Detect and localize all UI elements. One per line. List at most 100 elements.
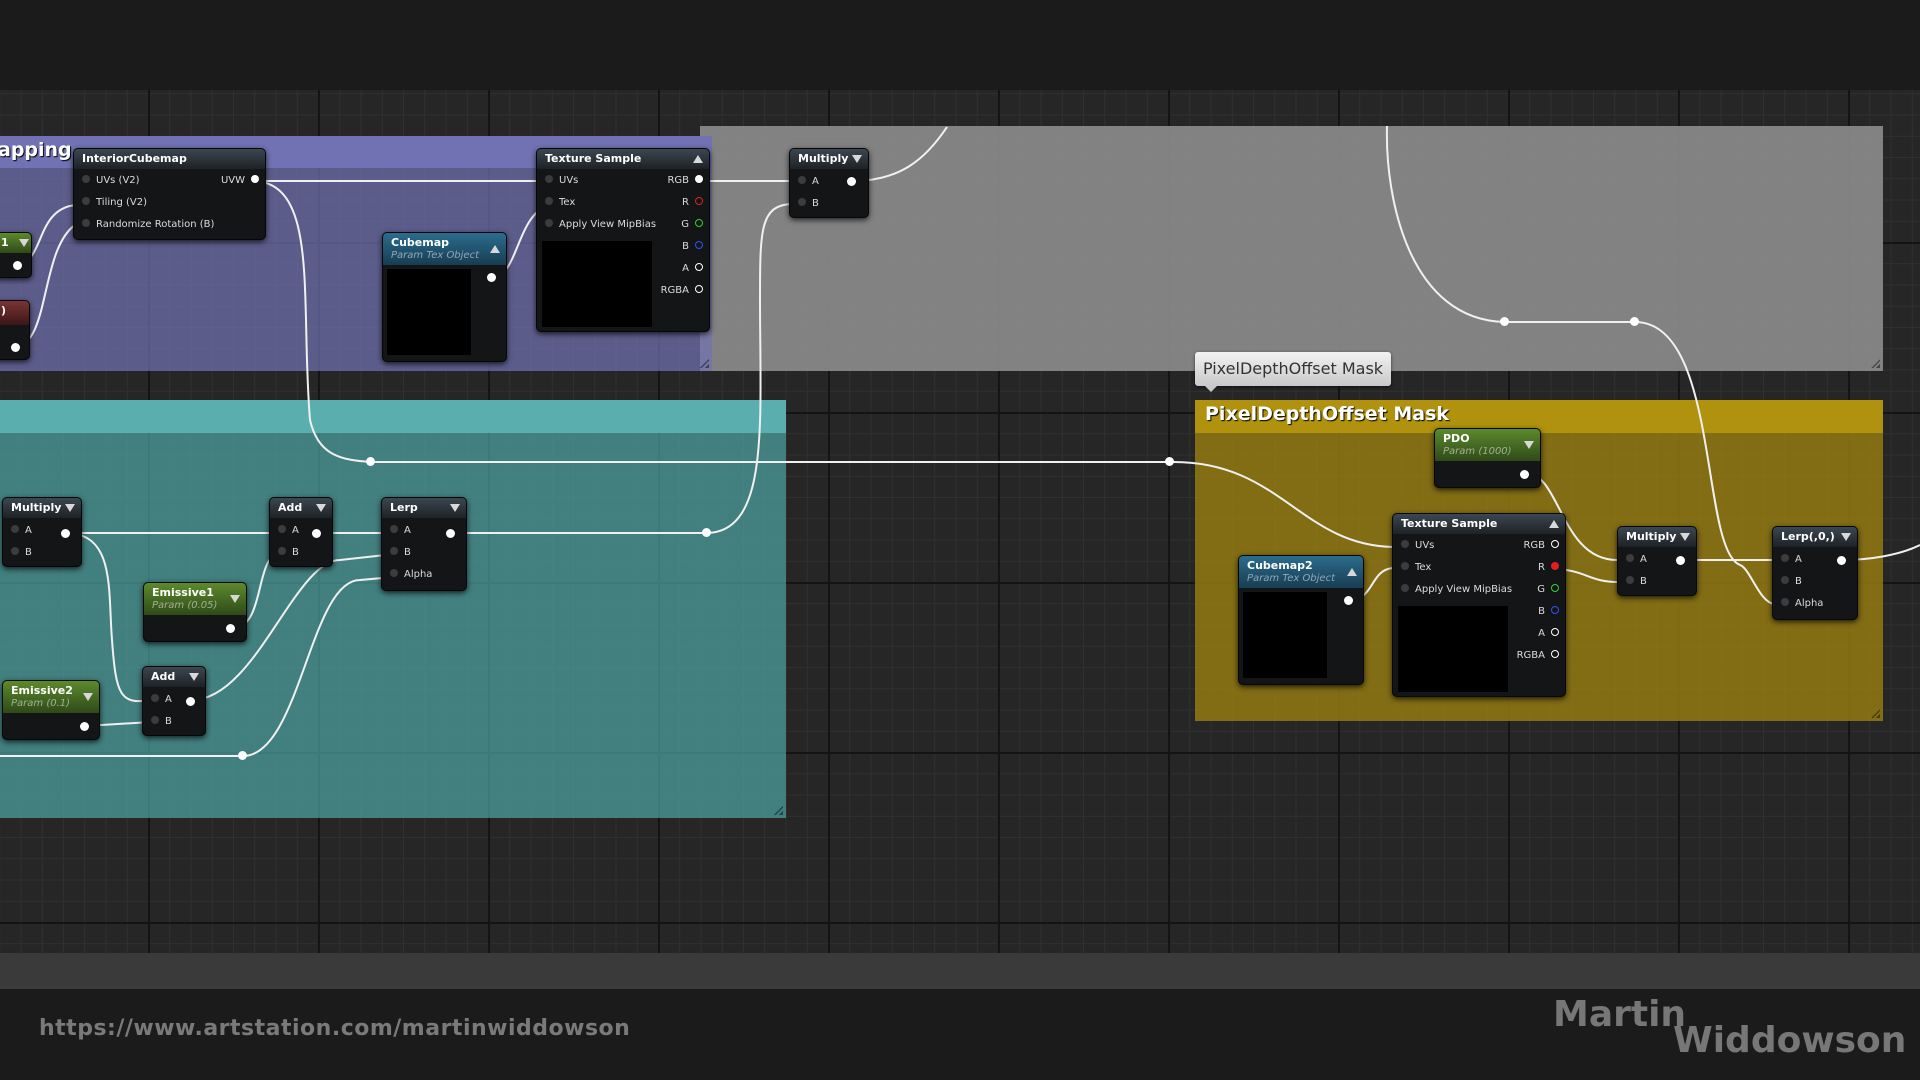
node-interior-cubemap[interactable]: InteriorCubemap UVs (V2) Tiling (V2) Ran… [73, 148, 266, 240]
output-pin[interactable] [1676, 556, 1685, 565]
comment-box-grey[interactable] [700, 126, 1883, 371]
output-pin-b[interactable]: B [1538, 604, 1559, 620]
output-pin-rgb[interactable]: RGB [667, 173, 703, 189]
output-pin[interactable] [80, 722, 89, 731]
output-pin[interactable] [1520, 470, 1529, 479]
input-pin-a[interactable]: A [390, 523, 411, 539]
collapse-arrow-icon[interactable] [83, 693, 93, 701]
input-pin-b[interactable]: B [1626, 574, 1647, 590]
output-pin[interactable] [1344, 596, 1353, 605]
output-pin-r[interactable]: R [682, 195, 703, 211]
resize-grip-icon[interactable] [699, 358, 709, 368]
collapse-arrow-icon[interactable] [1841, 533, 1851, 541]
collapse-arrow-icon[interactable] [19, 239, 29, 247]
node-multiply[interactable]: Multiply A B [789, 148, 869, 218]
reroute-knot[interactable] [1165, 457, 1174, 466]
resize-grip-icon[interactable] [1870, 358, 1880, 368]
input-pin-tex[interactable]: Tex [1401, 560, 1431, 576]
output-pin[interactable] [13, 261, 22, 270]
collapse-arrow-icon[interactable] [1524, 441, 1534, 449]
output-pin-a[interactable]: A [1538, 626, 1559, 642]
output-pin-r[interactable]: R [1538, 560, 1559, 576]
node-texture-sample[interactable]: Texture Sample UVs Tex Apply View MipBia… [1392, 513, 1566, 697]
collapse-arrow-icon[interactable] [230, 595, 240, 603]
output-pin[interactable] [226, 624, 235, 633]
input-pin-b[interactable]: B [1781, 574, 1802, 590]
output-pin-b[interactable]: B [682, 239, 703, 255]
input-pin-tiling[interactable]: Tiling (V2) [82, 195, 147, 211]
collapse-arrow-icon[interactable] [450, 504, 460, 512]
input-pin-uvs[interactable]: UVs [545, 173, 578, 189]
comment-box-emissive[interactable] [0, 400, 786, 818]
collapse-arrow-icon[interactable] [490, 245, 500, 253]
input-pin-a[interactable]: A [151, 692, 172, 708]
input-pin-b[interactable]: B [11, 545, 32, 561]
node-subtitle: Param (0.1) [11, 698, 71, 709]
output-pin[interactable] [847, 177, 856, 186]
output-pin-rgba[interactable]: RGBA [661, 283, 703, 299]
output-pin-a[interactable]: A [682, 261, 703, 277]
collapse-arrow-icon[interactable] [316, 504, 326, 512]
collapse-arrow-icon[interactable] [1680, 533, 1690, 541]
input-pin-alpha[interactable]: Alpha [1781, 596, 1823, 612]
output-pin[interactable] [312, 529, 321, 538]
collapse-arrow-icon[interactable] [852, 155, 862, 163]
input-pin-b[interactable]: B [151, 714, 172, 730]
output-pin[interactable] [1837, 556, 1846, 565]
output-pin-g[interactable]: G [1537, 582, 1559, 598]
node-add[interactable]: Add A B [269, 497, 333, 567]
collapse-arrow-icon[interactable] [189, 673, 199, 681]
collapse-arrow-icon[interactable] [1347, 568, 1357, 576]
output-pin-g[interactable]: G [681, 217, 703, 233]
input-pin-a[interactable]: A [278, 523, 299, 539]
collapse-arrow-icon[interactable] [693, 155, 703, 163]
input-pin-a[interactable]: A [1781, 552, 1802, 568]
input-pin-apply-view-mipbias[interactable]: Apply View MipBias [1401, 582, 1512, 598]
comment-header[interactable] [0, 400, 786, 433]
input-pin-uvs[interactable]: UVs [1401, 538, 1434, 554]
node-add[interactable]: Add A B [142, 666, 206, 736]
output-pin[interactable] [446, 529, 455, 538]
input-pin-alpha[interactable]: Alpha [390, 567, 432, 583]
node-multiply[interactable]: Multiply A B [1617, 526, 1697, 596]
input-pin-b[interactable]: B [798, 196, 819, 212]
partial-node-red[interactable]: ) [0, 300, 30, 360]
resize-grip-icon[interactable] [773, 805, 783, 815]
output-pin-rgb[interactable]: RGB [1523, 538, 1559, 554]
reroute-knot[interactable] [238, 751, 247, 760]
input-pin-uvs[interactable]: UVs (V2) [82, 173, 140, 189]
partial-node-green[interactable]: 1 [0, 232, 32, 278]
reroute-knot[interactable] [1630, 317, 1639, 326]
reroute-knot[interactable] [366, 457, 375, 466]
node-lerp[interactable]: Lerp A B Alpha [381, 497, 467, 591]
collapse-arrow-icon[interactable] [1549, 520, 1559, 528]
output-pin[interactable] [487, 273, 496, 282]
output-pin-rgba[interactable]: RGBA [1517, 648, 1559, 664]
input-pin-a[interactable]: A [1626, 552, 1647, 568]
reroute-knot[interactable] [1500, 317, 1509, 326]
node-multiply[interactable]: Multiply A B [2, 497, 82, 567]
node-lerp-pdo[interactable]: Lerp(,0,) A B Alpha [1772, 526, 1858, 620]
input-pin-a[interactable]: A [11, 523, 32, 539]
input-pin-apply-view-mipbias[interactable]: Apply View MipBias [545, 217, 656, 233]
input-pin-tex[interactable]: Tex [545, 195, 575, 211]
reroute-knot[interactable] [702, 528, 711, 537]
output-pin-uvw[interactable]: UVW [221, 173, 259, 189]
input-pin-b[interactable]: B [390, 545, 411, 561]
input-pin-randomize-rotation[interactable]: Randomize Rotation (B) [82, 217, 214, 233]
output-pin[interactable] [11, 343, 20, 352]
node-texture-sample[interactable]: Texture Sample UVs Tex Apply View MipBia… [536, 148, 710, 332]
comment-header[interactable]: PixelDepthOffset Mask [1195, 400, 1883, 433]
resize-grip-icon[interactable] [1870, 708, 1880, 718]
output-pin[interactable] [186, 697, 195, 706]
input-pin-a[interactable]: A [798, 174, 819, 190]
output-pin[interactable] [61, 529, 70, 538]
collapse-arrow-icon[interactable] [65, 504, 75, 512]
input-pin-b[interactable]: B [278, 545, 299, 561]
